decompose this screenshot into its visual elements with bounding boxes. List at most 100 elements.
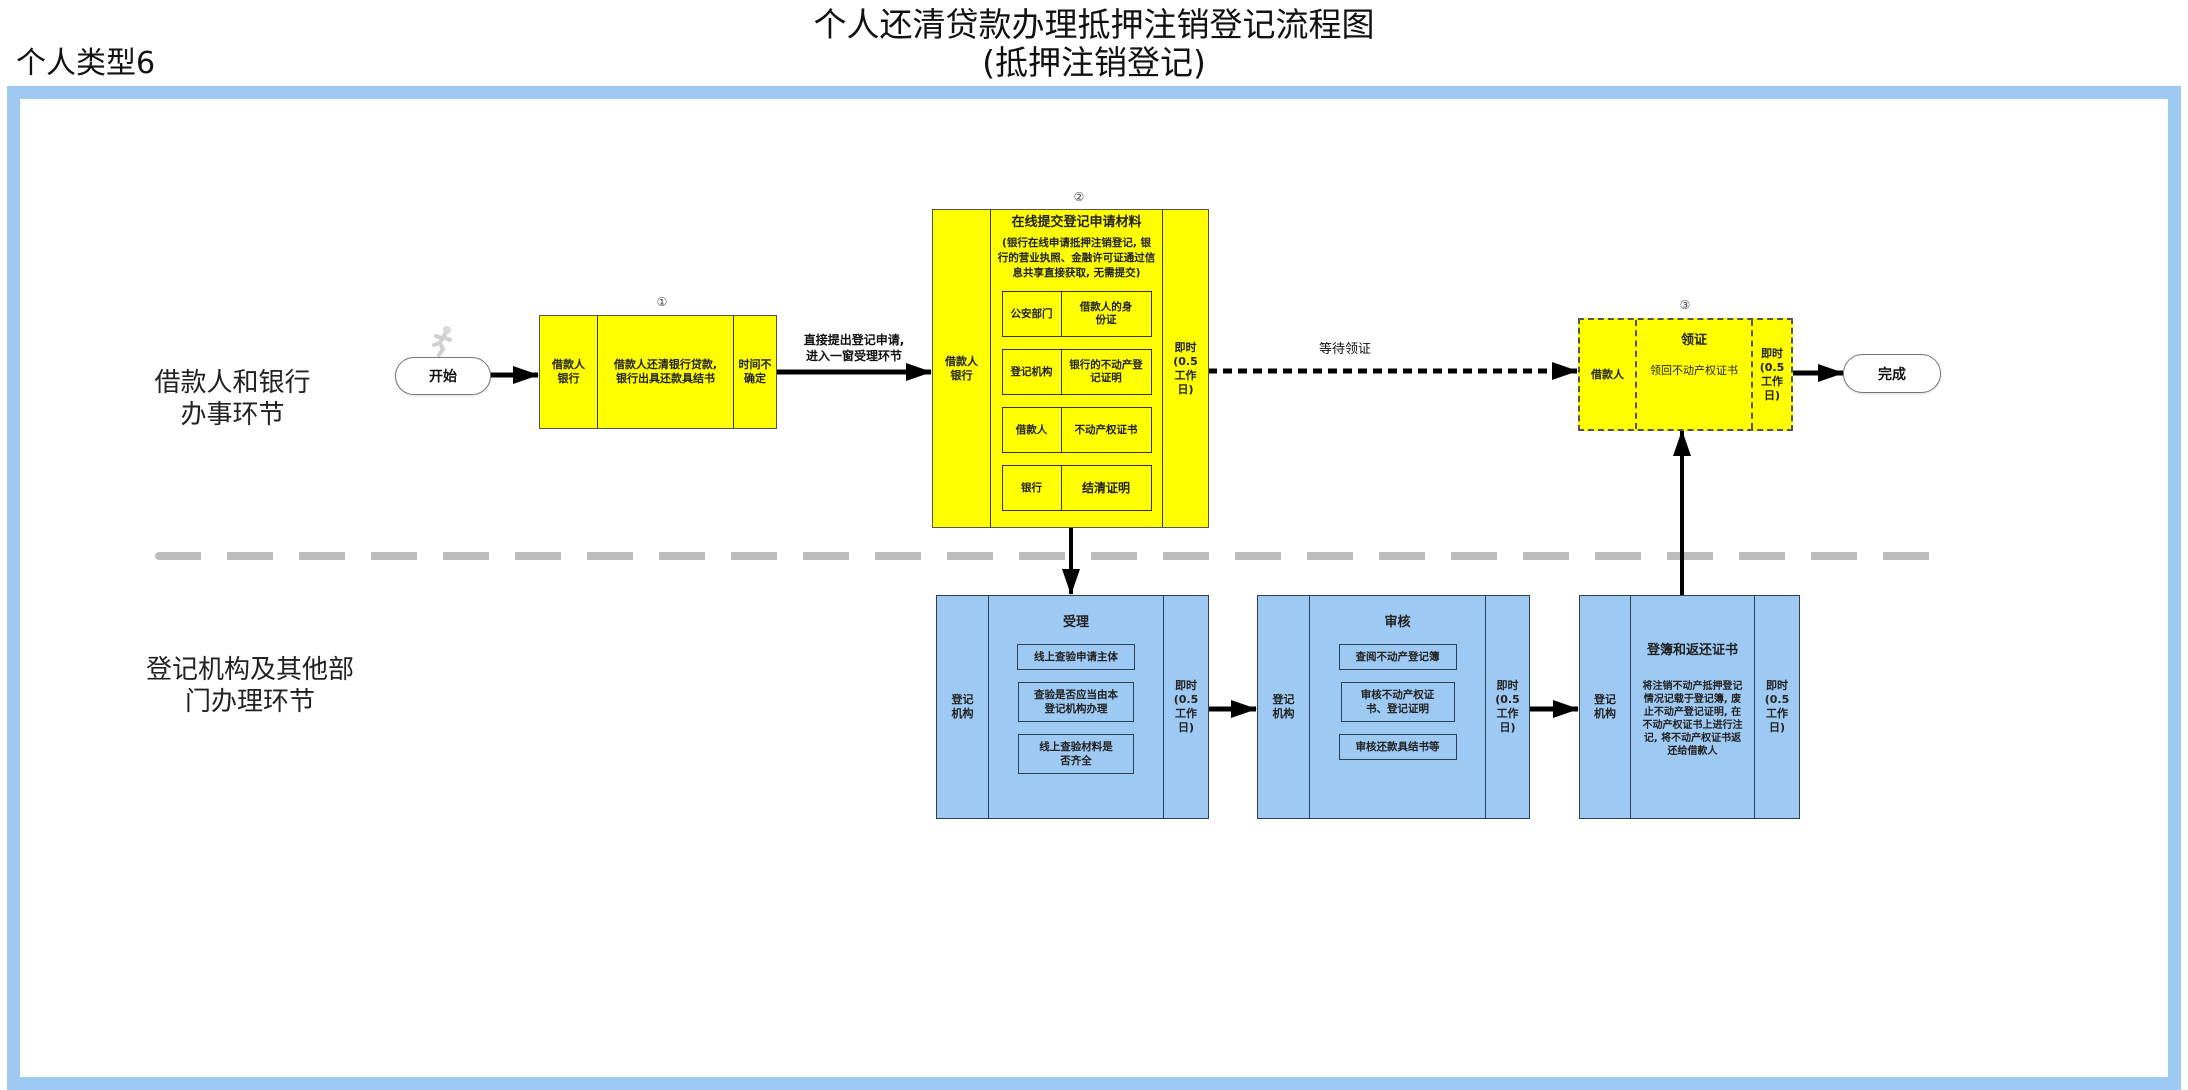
material-item: 结清证明 — [1081, 480, 1130, 495]
lane-label-line: 办事环节 — [180, 400, 285, 430]
record-title: 登簿和返还证书 — [1646, 643, 1738, 658]
lane-label-line: 借款人和银行 — [154, 368, 311, 398]
actor-text: 登记 — [1272, 693, 1295, 706]
actor-text: 借款人 — [552, 358, 585, 371]
material-source: 公安部门 — [1003, 292, 1062, 336]
actor-text: 机构 — [951, 707, 974, 720]
lane-label-agency: 登记机构及其他部 门办理环节 — [140, 654, 360, 718]
material-source: 银行 — [1003, 466, 1062, 510]
edge-label-line: 进入一窗受理环节 — [805, 349, 902, 363]
accept-title: 受理 — [1062, 615, 1089, 630]
step1-time: 时间不 确定 — [733, 316, 776, 428]
step-review[interactable]: 登记 机构 审核 查阅不动产登记簿 审核不动产权证书、登记证明 审核还款具结书等… — [1257, 595, 1530, 819]
task-item: 审核不动产权证书、登记证明 — [1340, 682, 1455, 722]
time-text: 工作 — [1175, 707, 1197, 720]
time-text: 工作 — [1174, 368, 1197, 382]
actor-text: 银行 — [950, 368, 973, 382]
time-text: 日) — [1499, 721, 1516, 734]
runner-icon — [432, 326, 452, 357]
lane-label-line: 登记机构及其他部 — [145, 655, 354, 685]
step3-main: 领证 领回不动产权证书 — [1635, 320, 1751, 429]
step2-number: ② — [1073, 190, 1085, 204]
record-desc: 将注销不动产抵押登记情况记载于登记簿, 废止不动产登记证明, 在不动产权证书上进… — [1642, 681, 1743, 757]
step2-title: 在线提交登记申请材料 — [1011, 215, 1142, 230]
time-text: 工作 — [1766, 707, 1788, 720]
step2-submit-materials[interactable]: 借款人 银行 在线提交登记申请材料 (银行在线申请抵押注销登记, 银行的营业执照… — [932, 209, 1209, 528]
review-title: 审核 — [1384, 615, 1411, 630]
task-item: 线上查验申请主体 — [1017, 644, 1135, 670]
material-row: 公安部门 借款人的身份证 — [1001, 291, 1152, 337]
task-item: 线上查验材料是否齐全 — [1018, 734, 1134, 774]
step3-number: ③ — [1679, 298, 1691, 312]
step2-actor: 借款人 银行 — [933, 210, 990, 527]
task-item: 查阅不动产登记簿 — [1338, 644, 1457, 670]
step1-description: 借款人还清银行贷款, 银行出具还款具结书 — [597, 316, 733, 428]
lane-label-line: 门办理环节 — [184, 687, 315, 717]
diagram-subtitle: (抵押注销登记) — [982, 43, 1206, 82]
end-terminal[interactable]: 完成 — [1843, 354, 1941, 393]
review-actor: 登记 机构 — [1258, 596, 1309, 818]
step2-note: (银行在线申请抵押注销登记, 银行的营业执照、金融许可证通过信息共享直接获取, … — [997, 237, 1156, 279]
time-text: (0.5 — [1764, 693, 1790, 706]
time-text: 日) — [1763, 388, 1781, 402]
time-text: 即时 — [1175, 679, 1197, 692]
diagram-title: 个人还清贷款办理抵押注销登记流程图 — [813, 5, 1375, 44]
time-text: 日) — [1768, 721, 1786, 734]
time-text: 即时 — [1496, 679, 1519, 692]
step3-collect-certificate[interactable]: 借款人 领证 领回不动产权证书 即时 (0.5 工作 日) — [1578, 318, 1793, 431]
time-text: 即时 — [1761, 346, 1783, 360]
step1-actor: 借款人 银行 — [540, 316, 597, 428]
step1-repay-loan[interactable]: 借款人 银行 借款人还清银行贷款, 银行出具还款具结书 时间不 确定 — [539, 315, 777, 429]
time-text: (0.5 — [1173, 693, 1199, 706]
actor-text: 机构 — [1272, 707, 1295, 720]
desc-text: 银行出具还款具结书 — [616, 372, 715, 385]
task-item: 审核还款具结书等 — [1338, 734, 1457, 760]
time-text: (0.5 — [1759, 360, 1785, 374]
actor-text: 登记 — [1594, 693, 1616, 706]
time-text: (0.5 — [1495, 693, 1520, 706]
step1-number: ① — [656, 295, 668, 309]
step-record-and-return[interactable]: 登记 机构 登簿和返还证书 将注销不动产抵押登记情况记载于登记簿, 废止不动产登… — [1579, 595, 1800, 819]
lane-label-applicant: 借款人和银行 办事环节 — [140, 367, 325, 431]
time-text: 日) — [1177, 721, 1195, 734]
time-text: 确定 — [744, 372, 766, 385]
time-text: 工作 — [1496, 707, 1519, 720]
time-text: 工作 — [1761, 374, 1783, 388]
task-item: 查验是否应当由本登记机构办理 — [1018, 682, 1134, 722]
review-time: 即时 (0.5 工作 日) — [1485, 596, 1529, 818]
actor-text: 借款人 — [945, 354, 978, 368]
step2-main: 在线提交登记申请材料 (银行在线申请抵押注销登记, 银行的营业执照、金融许可证通… — [990, 210, 1162, 527]
start-terminal[interactable]: 开始 — [395, 357, 491, 395]
step3-time: 即时 (0.5 工作 日) — [1751, 320, 1791, 429]
accept-time: 即时 (0.5 工作 日) — [1163, 596, 1208, 818]
lane-divider — [155, 552, 1935, 560]
desc-text: 借款人还清银行贷款, — [613, 358, 718, 371]
material-source: 借款人 — [1003, 408, 1062, 452]
time-text: 日) — [1177, 382, 1194, 396]
actor-text: 机构 — [1594, 707, 1616, 720]
actor-text: 银行 — [557, 372, 580, 385]
time-text: 时间不 — [738, 358, 772, 371]
material-row: 银行 结清证明 — [1001, 465, 1152, 511]
material-item: 银行的不动产登记证明 — [1069, 359, 1143, 384]
step-accept[interactable]: 登记 机构 受理 线上查验申请主体 查验是否应当由本登记机构办理 线上查验材料是… — [936, 595, 1209, 819]
step2-time: 即时 (0.5 工作 日) — [1162, 210, 1208, 527]
edge-label-submit: 直接提出登记申请, 进入一窗受理环节 — [780, 332, 928, 364]
accept-actor: 登记 机构 — [937, 596, 988, 818]
edge-label-wait: 等待领证 — [1318, 342, 1371, 357]
material-item: 不动产权证书 — [1074, 423, 1138, 436]
time-text: 即时 — [1174, 340, 1197, 354]
material-source: 登记机构 — [1003, 350, 1062, 394]
material-row: 借款人 不动产权证书 — [1001, 407, 1152, 453]
record-actor: 登记 机构 — [1580, 596, 1630, 818]
step3-desc: 领回不动产权证书 — [1650, 364, 1738, 377]
record-time: 即时 (0.5 工作 日) — [1754, 596, 1799, 818]
edge-label-line: 直接提出登记申请, — [803, 333, 905, 347]
step3-actor: 借款人 — [1591, 367, 1624, 381]
record-main: 登簿和返还证书 将注销不动产抵押登记情况记载于登记簿, 废止不动产登记证明, 在… — [1630, 596, 1754, 818]
type-label: 个人类型6 — [16, 46, 156, 81]
time-text: (0.5 — [1173, 354, 1198, 368]
material-item: 借款人的身份证 — [1079, 301, 1133, 326]
actor-text: 登记 — [951, 693, 974, 706]
